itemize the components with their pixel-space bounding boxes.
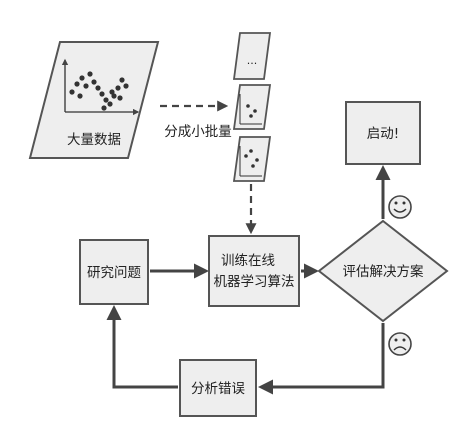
mini-batch-top: ...: [232, 32, 272, 80]
big-data-label: 大量数据: [67, 132, 121, 148]
smiley-face-icon: [388, 195, 412, 219]
mini-batch-ellipsis: ...: [247, 54, 258, 67]
analyze-errors-label: 分析错误: [191, 381, 245, 397]
analyze-to-research-arrow: [106, 305, 178, 389]
scatter-plot-icon: [61, 58, 140, 116]
research-node: 研究问题: [79, 239, 149, 305]
launch-label: 启动!: [367, 126, 399, 142]
evaluate-node: 评估解决方案: [317, 219, 449, 323]
train-label-line1: 训练在线: [221, 253, 275, 269]
analyze-errors-node: 分析错误: [179, 359, 257, 417]
research-label: 研究问题: [87, 265, 141, 281]
evaluate-label: 评估解决方案: [343, 263, 424, 280]
train-node: 训练在线 机器学习算法: [208, 235, 300, 307]
big-data-node: 大量数据: [28, 41, 160, 159]
launch-node: 启动!: [345, 101, 421, 165]
mini-batch-middle: [232, 84, 272, 130]
frowning-face-icon: [388, 332, 412, 356]
evaluate-to-analyze-arrow: [258, 323, 385, 395]
mini-batch-bottom: [232, 136, 272, 182]
split-batches-label: 分成小批量: [164, 124, 232, 140]
train-label-line2: 机器学习算法: [214, 274, 295, 290]
